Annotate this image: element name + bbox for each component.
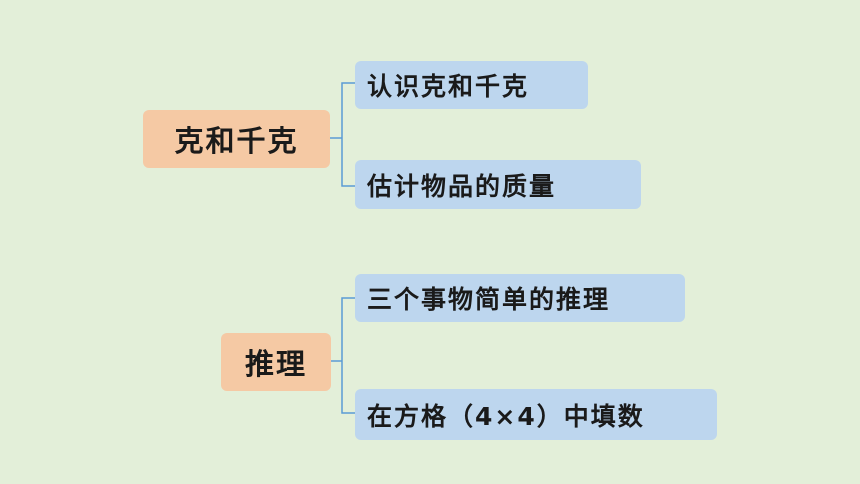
connector-kg-bracket: [341, 82, 355, 187]
topic-reasoning: 推理: [221, 333, 331, 391]
topic-grams-kilograms: 克和千克: [143, 110, 330, 168]
subtopic-three-things-reasoning: 三个事物简单的推理: [355, 274, 685, 322]
subtopic-fill-4x4-grid: 在方格（4×4）中填数: [355, 389, 717, 440]
subtopic-know-grams-kilograms: 认识克和千克: [355, 61, 588, 109]
subtopic-estimate-mass: 估计物品的质量: [355, 160, 641, 209]
connector-reasoning-bracket: [341, 297, 355, 414]
